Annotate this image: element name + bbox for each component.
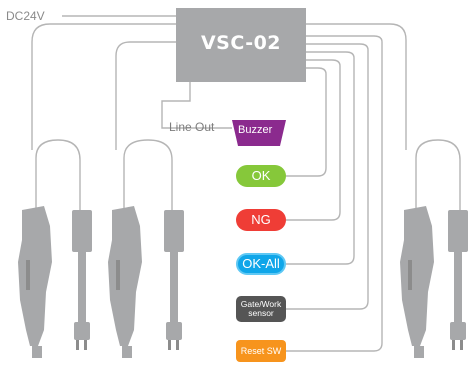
- gate-work-label: Gate/Work: [240, 299, 282, 309]
- reset-line: [286, 35, 383, 352]
- tool-1-plug: [74, 322, 90, 340]
- controller-label: VSC-02: [200, 32, 282, 54]
- tool-1-plug-top: [32, 346, 42, 358]
- buzzer-label: Buzzer: [238, 124, 273, 136]
- tool-2-plug: [166, 322, 182, 340]
- tool-1-connector-tail: [78, 252, 86, 322]
- tool-2-connector-tail: [170, 252, 178, 322]
- ok-indicator: OK: [236, 165, 286, 187]
- tool-3-connector-tail: [454, 252, 462, 322]
- tool-2-plug-top: [122, 346, 132, 358]
- ng-line: [286, 59, 341, 221]
- line-out-line: [161, 82, 232, 129]
- gate-work-sensor: Gate/Work sensor: [236, 296, 286, 322]
- screwdriver-2-icon: [108, 206, 142, 346]
- tool-3-loop: [415, 139, 461, 210]
- tool-3-plug: [450, 322, 466, 340]
- ng-indicator: NG: [236, 209, 286, 231]
- tool-2-connector: [164, 210, 184, 252]
- tool-1-loop: [35, 139, 81, 210]
- cable-tool-3: [306, 23, 407, 150]
- buzzer-shape: [232, 120, 286, 146]
- tool-1-connector: [72, 210, 92, 252]
- reset-switch: Reset SW: [236, 340, 286, 362]
- sensor-label: sensor: [248, 308, 274, 318]
- tool-2-loop: [123, 139, 173, 210]
- tool-3-connector: [448, 210, 468, 252]
- ok-line: [286, 67, 327, 177]
- cable-tool-1: [31, 23, 176, 150]
- tool-3-plug-top: [414, 346, 424, 358]
- power-label: DC24V: [6, 9, 45, 23]
- ok-all-indicator: OK-All: [236, 253, 286, 275]
- screwdriver-1-icon: [18, 206, 52, 346]
- gate-line: [286, 43, 369, 310]
- okall-line: [286, 51, 355, 265]
- cable-tool-2: [115, 41, 176, 150]
- line-out-label: Line Out: [169, 120, 215, 134]
- screwdriver-3-icon: [400, 206, 434, 346]
- controller-box: VSC-02: [176, 8, 306, 82]
